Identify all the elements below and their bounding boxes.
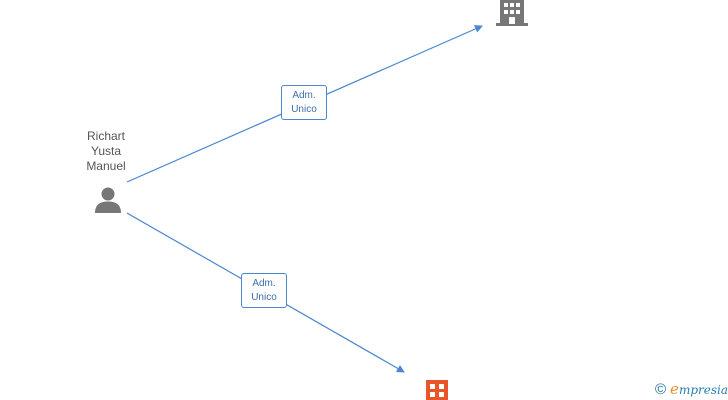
- relation-label-line: Adm.: [252, 278, 276, 289]
- brand-name: mpresia: [678, 383, 728, 397]
- person-name[interactable]: Richart Yusta Manuel: [66, 129, 146, 174]
- relation-label[interactable]: Adm. Unico: [241, 273, 287, 308]
- building-icon[interactable]: [496, 0, 528, 26]
- brand-initial: e: [670, 380, 679, 398]
- person-icon[interactable]: [93, 185, 123, 215]
- relation-label[interactable]: Adm. Unico: [281, 85, 327, 120]
- person-name-line: Manuel: [86, 159, 126, 173]
- copyright-symbol: ©: [654, 381, 667, 398]
- person-name-line: Yusta: [90, 144, 122, 158]
- relation-label-line: Unico: [291, 104, 317, 115]
- relation-label-line: Adm.: [292, 90, 316, 101]
- person-name-line: Richart: [86, 129, 125, 143]
- relation-label-line: Unico: [251, 292, 277, 303]
- building-icon[interactable]: [424, 380, 450, 400]
- brand-logo: ©empresia: [655, 380, 728, 398]
